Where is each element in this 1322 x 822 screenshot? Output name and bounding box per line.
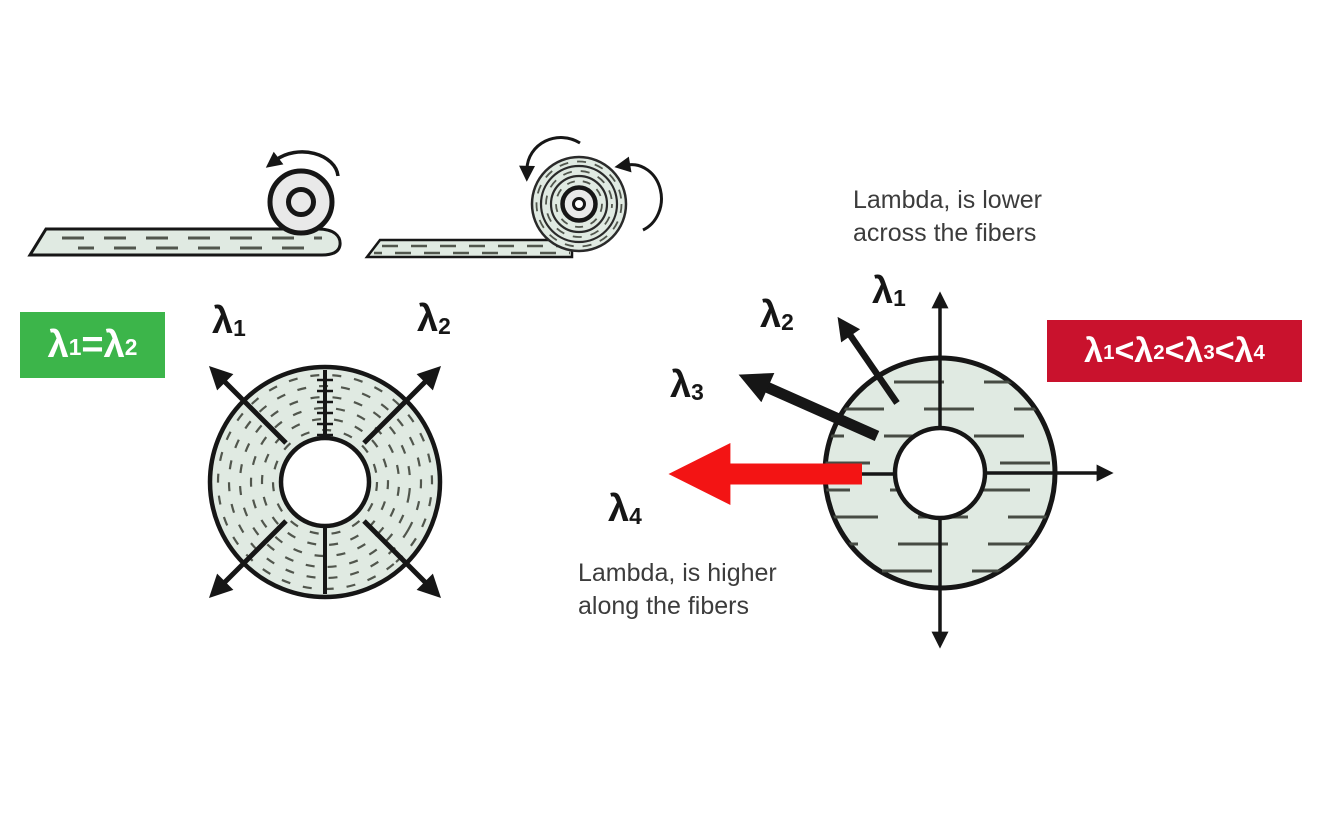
strip2-fiber-dashes: [374, 244, 570, 255]
rolled-spiral-layers: [535, 160, 623, 248]
cross-section-left: [207, 364, 443, 600]
left-ring-hole: [278, 435, 372, 529]
right-thin-arrows: [860, 291, 1114, 649]
material-strip: [27, 227, 342, 257]
rotation-arrow-left-icon: [519, 136, 581, 182]
right-lambda2-label: λ2: [760, 294, 794, 336]
right-ring-hole: [892, 425, 988, 521]
rotation-arrow-icon: [265, 150, 340, 177]
right-lambda4-label: λ4: [608, 488, 642, 530]
rotation-arrow-right-icon: [614, 156, 663, 232]
strip-fiber-dashes: [62, 236, 322, 250]
lower-left-arrow: [208, 519, 288, 599]
right-lambda3-label: λ3: [670, 364, 704, 406]
lower-right-arrow: [362, 519, 442, 599]
right-lambda1-label: λ1: [872, 270, 906, 312]
roll-finished-illustration: [364, 136, 663, 259]
lambda3-arrow: [738, 372, 880, 442]
note-lower-line2: across the fibers: [853, 219, 1037, 247]
roll-core-inner: [286, 187, 316, 217]
left-lambda2-label: λ2: [417, 298, 451, 340]
note-lower-line1: Lambda, is lower: [853, 186, 1042, 214]
left-ring-fiber-arcs: [216, 373, 434, 591]
lambda2-arrow: [837, 316, 900, 405]
left-equal-arrows: [208, 365, 442, 599]
note-higher-line1: Lambda, is higher: [578, 559, 777, 587]
left-ring-seam: [317, 370, 333, 594]
note-lambda-higher: Lambda, is higher along the fibers: [578, 557, 777, 623]
lambda2-arrow: [362, 365, 442, 445]
note-lambda-lower: Lambda, is lower across the fibers: [853, 184, 1042, 250]
seam-tick-marks: [317, 378, 333, 437]
note-higher-line2: along the fibers: [578, 592, 749, 620]
roll-start-illustration: [27, 150, 342, 257]
left-lambda1-label: λ1: [212, 300, 246, 342]
lambda1-arrow: [208, 365, 288, 445]
rolled-core-center: [572, 197, 586, 211]
material-strip-2: [364, 238, 574, 259]
